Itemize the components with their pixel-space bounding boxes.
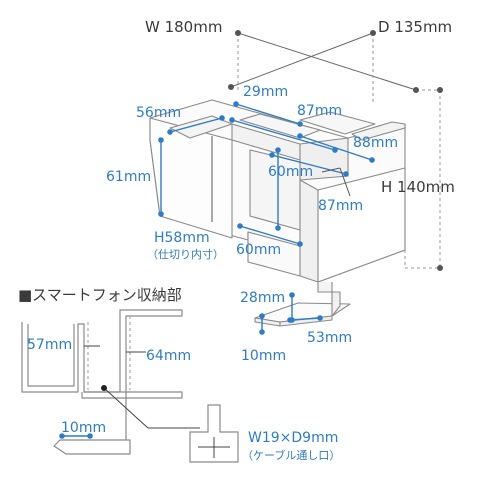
dim-88-label: 88mm bbox=[353, 135, 398, 151]
h-top-dot bbox=[437, 87, 443, 93]
section-57-label: 57mm bbox=[27, 337, 72, 353]
w-end-dot bbox=[235, 30, 241, 36]
cable-size-label: W19×D9mm bbox=[248, 430, 338, 446]
w-start-dot bbox=[228, 84, 234, 90]
d-start-dot bbox=[413, 87, 419, 93]
cable-hole-arrows bbox=[198, 437, 230, 458]
dim-53-label: 53mm bbox=[307, 330, 352, 346]
dim-10-tray-label: 10mm bbox=[241, 348, 286, 364]
h-bottom-dot bbox=[437, 265, 443, 271]
cable-hole-plan bbox=[189, 404, 239, 463]
dim-56-label: 56mm bbox=[136, 105, 181, 121]
dim-61-label: 61mm bbox=[106, 169, 151, 185]
section-point bbox=[101, 385, 107, 391]
dim-28-label: 28mm bbox=[240, 290, 285, 306]
section-10-label: 10mm bbox=[61, 420, 106, 436]
dim-87-mid-label: 87mm bbox=[318, 198, 363, 214]
depth-label: D 135mm bbox=[378, 18, 452, 36]
section-64-label: 64mm bbox=[146, 348, 191, 364]
cable-note-label: （ケーブル通し口） bbox=[242, 448, 340, 462]
dim-60-bottom-label: 60mm bbox=[236, 242, 281, 258]
dim-h58-note: （仕切り内寸） bbox=[147, 247, 224, 261]
dim-60-upper-label: 60mm bbox=[268, 164, 313, 180]
dim-h58-label: H58mm bbox=[154, 230, 210, 246]
width-label: W 180mm bbox=[145, 18, 222, 36]
dim-87-top-label: 87mm bbox=[297, 103, 342, 119]
d-end-dot bbox=[370, 30, 376, 36]
section-guides bbox=[59, 316, 200, 439]
section-title: ■スマートフォン収納部 bbox=[18, 286, 182, 304]
dimension-lines bbox=[158, 101, 375, 335]
section-profile bbox=[21, 309, 183, 455]
dim-29-label: 29mm bbox=[243, 84, 288, 100]
height-label: H 140mm bbox=[381, 178, 455, 196]
